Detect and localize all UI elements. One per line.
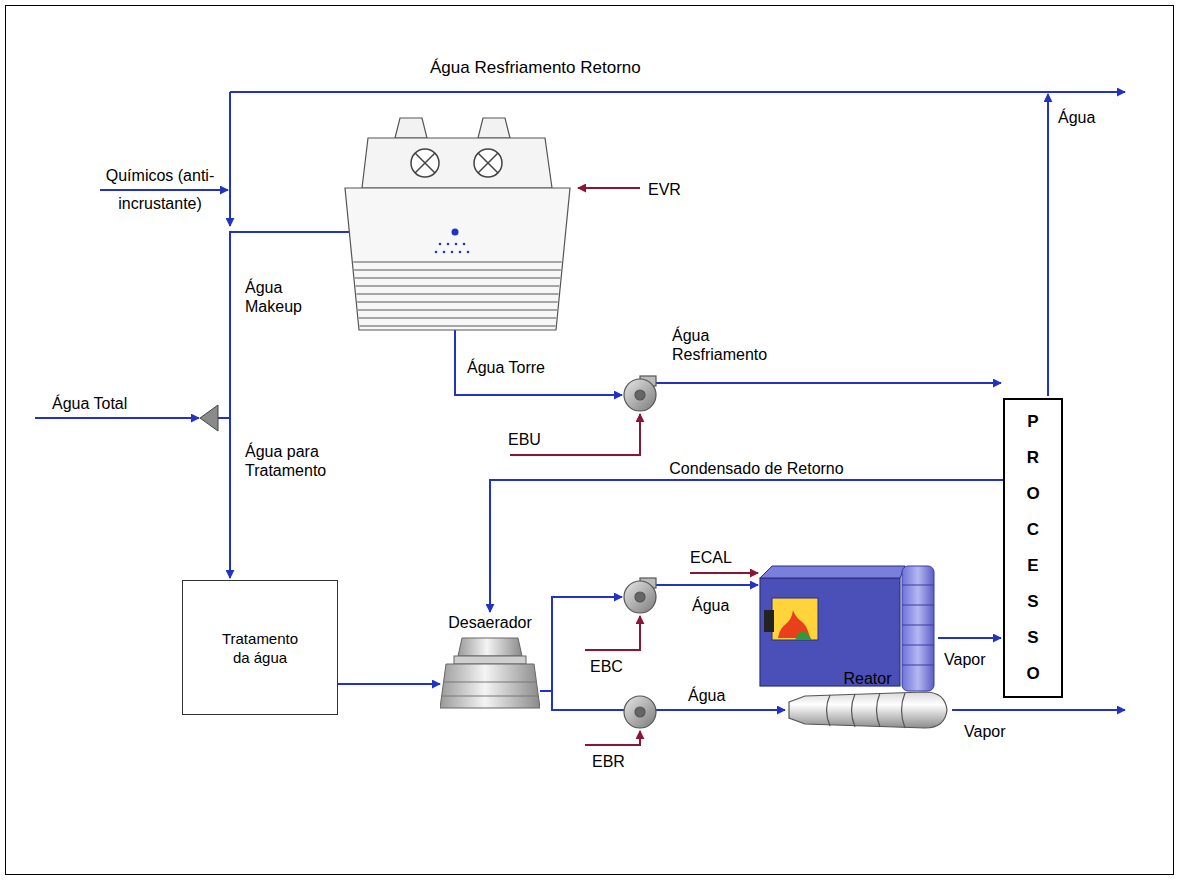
cooling-tower	[447, 243, 450, 246]
cooling-tower	[415, 153, 435, 173]
boiler	[760, 578, 900, 686]
line-label: Água Makeup	[245, 278, 315, 316]
deaerator-shape	[440, 634, 540, 709]
line-label: Água Total	[52, 394, 127, 413]
boiler	[902, 585, 934, 586]
tower-slat	[359, 318, 556, 319]
cooling-tower	[463, 243, 466, 246]
water-lines	[652, 382, 1001, 384]
cooling-tower	[478, 118, 510, 138]
boiler	[772, 598, 818, 640]
boiler	[764, 610, 774, 632]
cooling-tower	[435, 243, 470, 254]
pump-symbol	[635, 592, 645, 602]
boiler	[902, 645, 934, 646]
chemical-label: Químicos (anti-incrustante)	[95, 162, 225, 218]
reactor-shape	[785, 690, 950, 730]
tower-slat	[360, 326, 556, 327]
splitter-symbol	[200, 405, 218, 431]
pump-symbol	[635, 707, 645, 717]
line-label: Água para Tratamento	[245, 442, 345, 480]
energy-arrows	[585, 731, 640, 745]
node-title: Desaerador	[440, 612, 540, 634]
tower-slat	[354, 270, 561, 271]
flow-line	[338, 683, 440, 685]
water-lines	[35, 417, 199, 419]
line-label: Vapor	[964, 722, 1006, 741]
tower-slat	[355, 278, 560, 279]
cooling-tower	[467, 251, 470, 254]
tower-slat	[356, 286, 560, 287]
cooling-tower	[474, 149, 502, 177]
boiler	[902, 585, 934, 665]
energy-arrows	[690, 572, 758, 574]
energy-label: ECAL	[690, 548, 732, 567]
water-lines	[230, 91, 1125, 93]
cooling-tower	[362, 138, 552, 188]
cooling-tower	[451, 251, 454, 254]
water-lines	[652, 584, 758, 586]
boiler	[902, 625, 934, 626]
water-lines	[938, 637, 1001, 639]
pump-symbol	[635, 390, 645, 400]
process-box: PROCESSO	[1003, 398, 1063, 698]
cooling-tower	[478, 153, 498, 173]
energy-label: EBC	[590, 657, 623, 676]
edge-label: Condensado de Retorno	[666, 459, 846, 478]
cooling-tower	[345, 118, 570, 330]
cooling-tower	[439, 243, 442, 246]
pump-symbol	[624, 376, 656, 728]
line-label: Água Resfriamento	[672, 326, 782, 364]
cooling-tower	[353, 262, 561, 326]
cooling-tower	[435, 251, 438, 254]
reactor: Reator	[785, 668, 950, 730]
water-lines	[952, 709, 1125, 711]
splitter-symbol	[200, 405, 218, 431]
cooling-tower	[395, 118, 427, 138]
water-lines	[455, 330, 622, 395]
tower-slat	[358, 310, 557, 311]
cooling-tower	[345, 188, 570, 330]
boiler	[902, 665, 934, 666]
cooling-tower	[452, 229, 459, 236]
water-lines	[218, 418, 230, 578]
line-label: Água	[1058, 108, 1095, 127]
line-label: Água Torre	[467, 358, 545, 377]
energy-arrows	[578, 187, 640, 189]
tower-slat	[356, 294, 558, 295]
tower-slat	[357, 302, 558, 303]
node-title: Tratamento da água	[213, 629, 308, 667]
pump-symbol	[624, 581, 656, 613]
water-lines	[552, 597, 622, 691]
pump-symbol	[624, 379, 656, 411]
energy-label: EBU	[508, 430, 541, 449]
node-title: Reator	[785, 668, 950, 690]
energy-label: EBR	[592, 752, 625, 771]
cooling-tower	[459, 251, 462, 254]
water-lines	[100, 189, 228, 191]
boiler	[902, 566, 934, 691]
line-label: Água	[688, 686, 725, 705]
line-label: Água	[692, 596, 729, 615]
cooling-tower	[455, 243, 458, 246]
water-lines	[1047, 94, 1049, 396]
deaerator: Desaerador	[440, 612, 540, 709]
boiler	[902, 605, 934, 606]
pump-symbol	[624, 696, 656, 728]
cooling-tower	[411, 149, 439, 177]
water-lines	[229, 92, 231, 226]
tower-slat	[353, 262, 561, 263]
energy-arrows	[585, 616, 640, 650]
boiler	[760, 566, 905, 578]
line-label: Vapor	[944, 650, 986, 669]
flow-line	[540, 691, 785, 710]
node-title: PROCESSO	[1025, 404, 1042, 692]
energy-label: EVR	[648, 180, 681, 199]
line-label: Água Resfriamento Retorno	[430, 58, 641, 77]
treatment-box: Tratamento da água	[182, 580, 338, 715]
boiler	[795, 632, 812, 640]
cooling-tower	[443, 251, 446, 254]
